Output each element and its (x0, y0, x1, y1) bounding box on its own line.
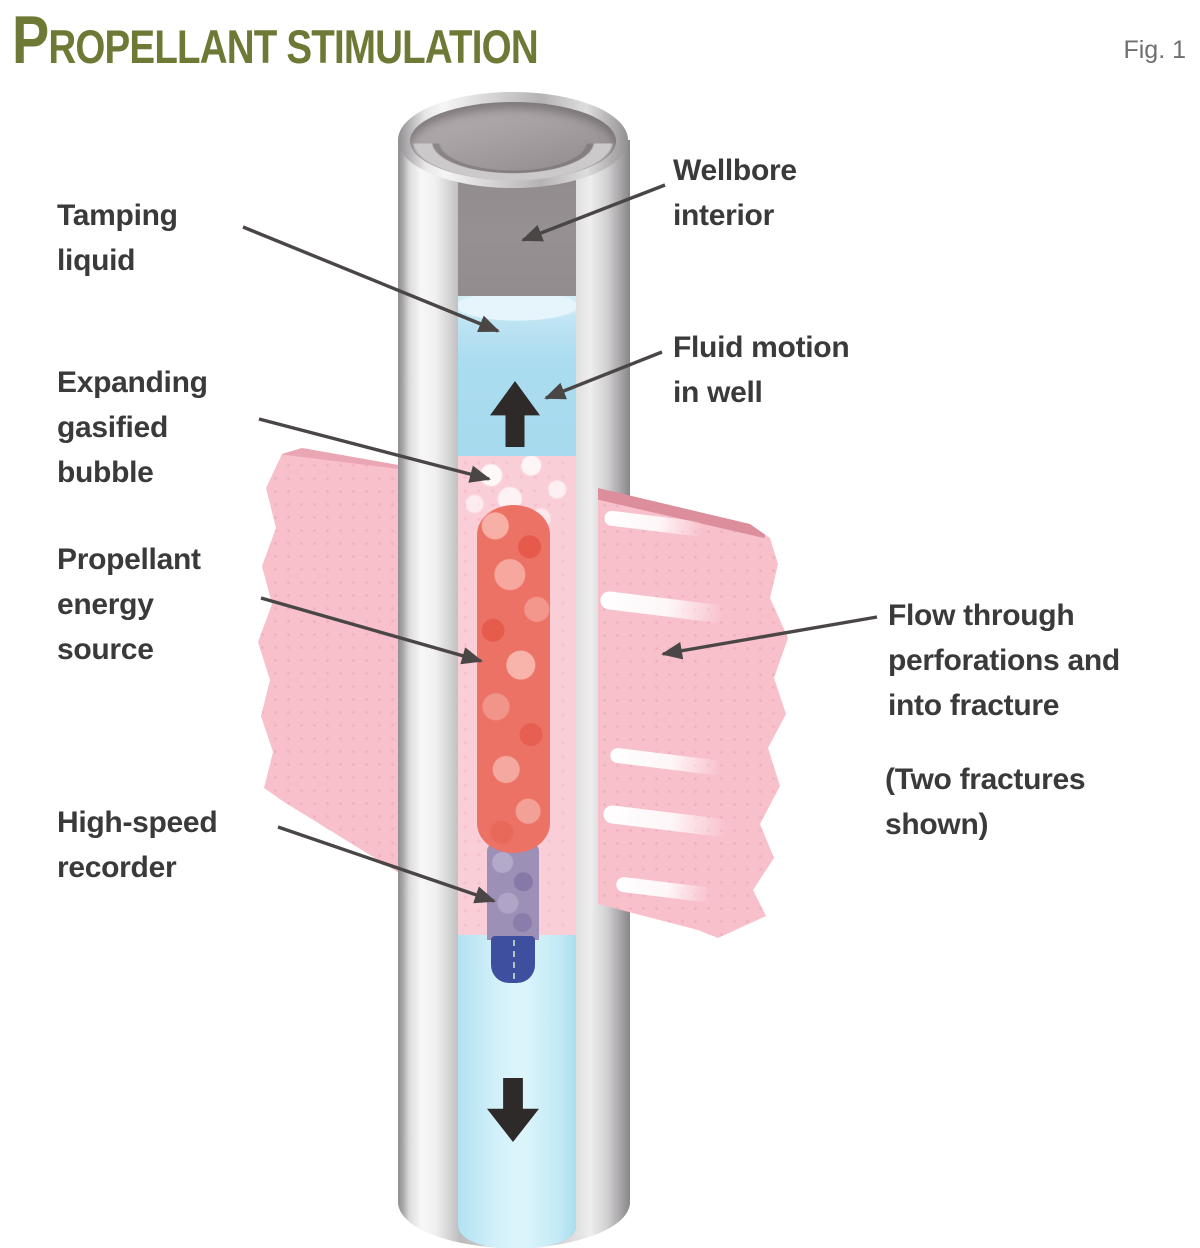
page-title: PROPELLANT STIMULATION (12, 6, 539, 74)
label-wellbore-interior: Wellbore interior (673, 154, 797, 232)
label-fluid-motion: Fluid motion in well (673, 331, 850, 409)
page-title-rest: ROPELLANT STIMULATION (48, 20, 538, 73)
label-tamping-liquid: Tamping liquid (57, 199, 178, 277)
fracture-highlight-streak (615, 876, 712, 903)
fracture-highlight-streak (599, 590, 726, 624)
label-flow-through: Flow through perforations and into fract… (888, 599, 1120, 722)
fracture-left (258, 448, 404, 876)
label-expanding-bubble: Expanding gasified bubble (57, 366, 208, 489)
high-speed-recorder-tip (491, 936, 535, 983)
wellbore-interior-column (458, 140, 576, 1248)
fracture-right (598, 488, 788, 938)
label-two-fractures-note: (Two fractures shown) (885, 763, 1086, 841)
label-propellant-source: Propellant energy source (57, 543, 201, 666)
high-speed-recorder (487, 843, 539, 940)
fracture-left-top-edge (276, 448, 404, 470)
page-title-initial: P (12, 2, 49, 78)
fracture-highlight-streak (602, 804, 729, 838)
figure-number-label: Fig. 1 (1123, 36, 1186, 64)
label-high-speed-recorder: High-speed recorder (57, 806, 218, 884)
propellant-energy-source (477, 505, 550, 853)
fracture-highlight-streak (609, 747, 723, 776)
